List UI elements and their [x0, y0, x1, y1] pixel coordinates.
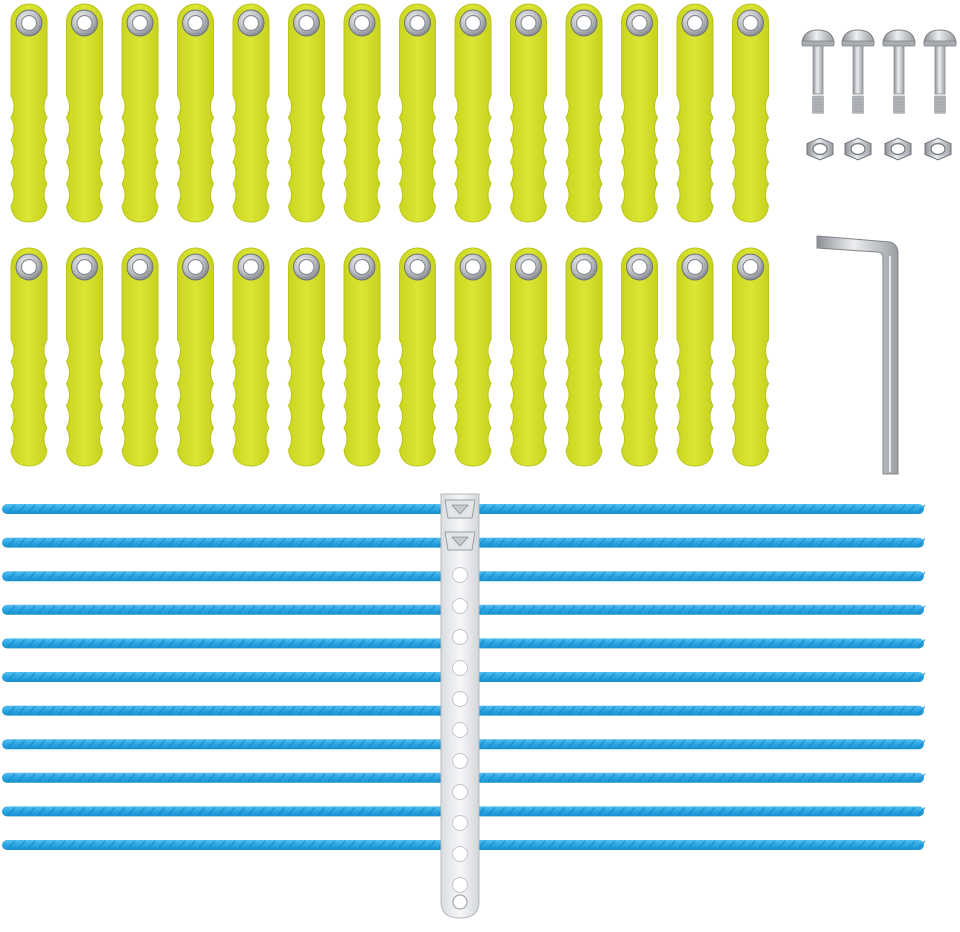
- blades-group: [10, 3, 770, 467]
- blade: [565, 3, 603, 223]
- holder-hole-icon: [452, 567, 468, 583]
- holder-hole-icon: [452, 660, 468, 676]
- line-holder-group: [440, 493, 480, 919]
- hex-nut: [924, 137, 952, 161]
- holder-hole-icon: [452, 815, 468, 831]
- blade: [509, 247, 548, 467]
- hang-hole-icon: [452, 894, 468, 910]
- blade: [620, 3, 659, 223]
- blade: [731, 3, 770, 223]
- blade: [232, 3, 270, 223]
- holder-hole-icon: [452, 753, 468, 769]
- blade: [121, 3, 159, 223]
- hardware-group: [801, 29, 957, 475]
- blade: [398, 247, 437, 467]
- holder-hole-icon: [452, 691, 468, 707]
- blade: [620, 247, 659, 467]
- blade: [343, 247, 381, 467]
- blade: [65, 247, 104, 467]
- blade: [509, 3, 548, 223]
- hex-nut: [884, 137, 912, 161]
- holder-hole-icon: [452, 722, 468, 738]
- blade: [287, 3, 326, 223]
- hex-nut: [844, 137, 872, 161]
- blade: [454, 3, 492, 223]
- holder-hole-icon: [452, 877, 468, 893]
- blade: [65, 3, 104, 223]
- holder-hole-icon: [452, 784, 468, 800]
- bolt: [882, 29, 916, 114]
- bolt: [801, 29, 835, 114]
- holder-hole-icon: [452, 598, 468, 614]
- blade: [398, 3, 437, 223]
- blade: [10, 3, 48, 223]
- blade: [343, 3, 381, 223]
- blade: [232, 247, 270, 467]
- blade: [121, 247, 159, 467]
- bolt: [841, 29, 875, 114]
- line-holder: [440, 493, 480, 919]
- blade: [676, 3, 714, 223]
- holder-hole-icon: [452, 629, 468, 645]
- blade: [676, 247, 714, 467]
- hex-key: [816, 235, 899, 475]
- hex-nut: [806, 137, 834, 161]
- blade: [287, 247, 326, 467]
- bolt: [923, 29, 957, 114]
- blade: [565, 247, 603, 467]
- blade: [454, 247, 492, 467]
- holder-hole-icon: [452, 846, 468, 862]
- blade: [10, 247, 48, 467]
- blade: [176, 3, 215, 223]
- blade: [176, 247, 215, 467]
- blade: [731, 247, 770, 467]
